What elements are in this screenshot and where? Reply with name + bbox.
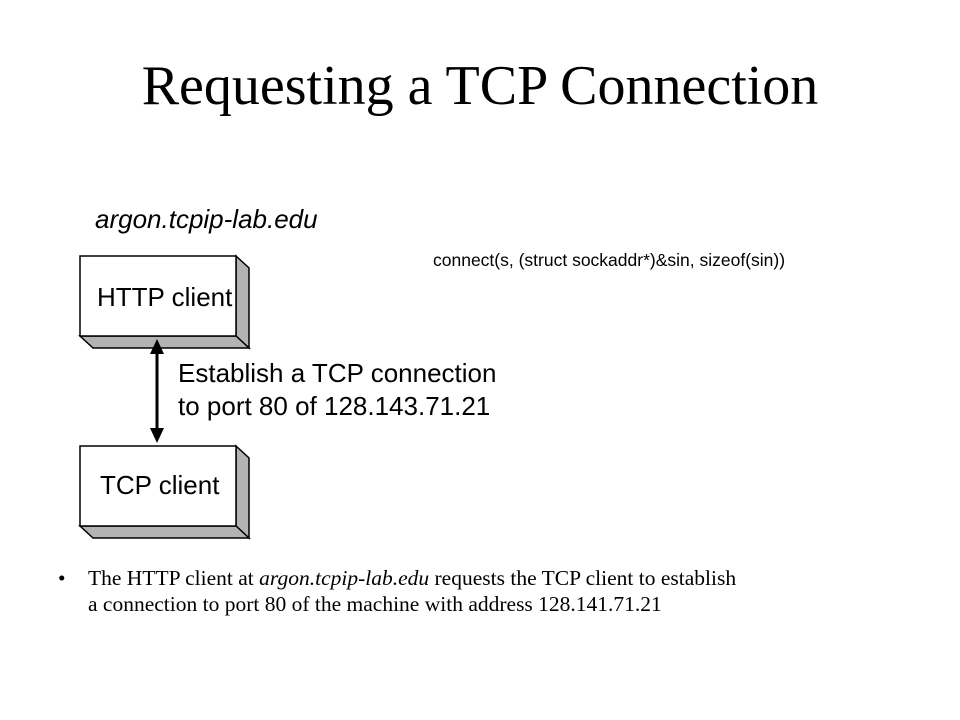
double-arrow (150, 339, 164, 443)
tcp-client-box-face (79, 445, 237, 527)
bullet-text-line-2: a connection to port 80 of the machine w… (88, 592, 662, 616)
bullet-text: The HTTP client at argon.tcpip-lab.edu r… (88, 565, 938, 617)
arrow-head-down (150, 428, 164, 443)
connect-call-label: connect(s, (struct sockaddr*)&sin, sizeo… (433, 250, 786, 270)
host-label: argon.tcpip-lab.edu (95, 204, 318, 234)
http-client-label: HTTP client (97, 282, 233, 312)
bullet-text-post: requests the TCP client to establish (429, 566, 737, 590)
slide-title: Requesting a TCP Connection (141, 55, 819, 117)
http-client-box (78, 254, 251, 350)
bullet-text-host: argon.tcpip-lab.edu (259, 566, 430, 590)
arrow-label-line-1: Establish a TCP connection (178, 358, 497, 388)
arrow-head-up (150, 339, 164, 354)
arrow-label-line-2: to port 80 of 128.143.71.21 (178, 391, 491, 421)
tcp-client-label: TCP client (100, 470, 220, 500)
http-client-box-face (79, 255, 237, 337)
http-client-box-bottom (78, 335, 251, 349)
tcp-client-box (78, 444, 251, 540)
tcp-client-box-bottom (78, 525, 251, 539)
bullet-text-pre: The HTTP client at (88, 566, 260, 590)
tcp-client-box-side (235, 444, 250, 540)
bullet-dot-icon: • (58, 566, 66, 590)
http-client-box-side (235, 254, 250, 350)
